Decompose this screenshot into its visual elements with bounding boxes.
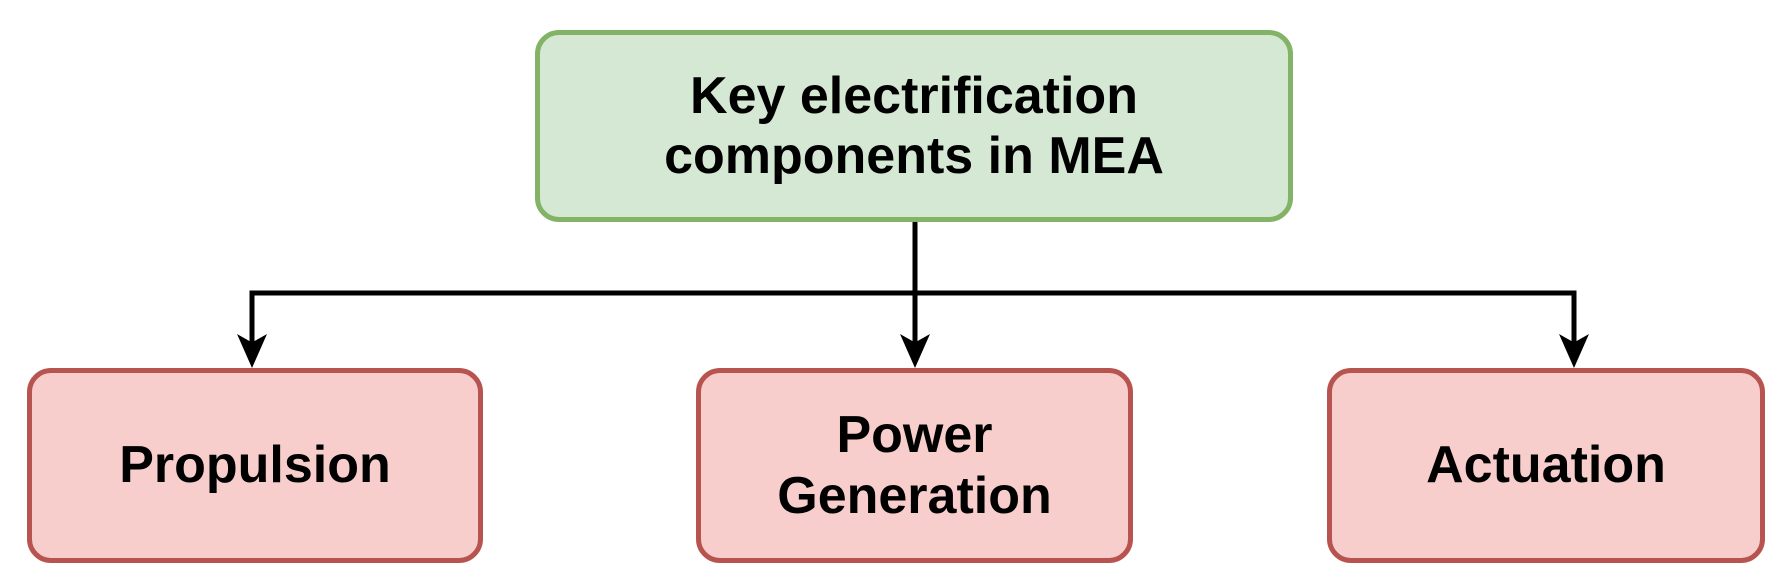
node-actuation: Actuation <box>1327 368 1765 563</box>
node-key-electrification-components-in-mea: Key electrification components in MEA <box>535 30 1293 222</box>
node-label-propulsion: Propulsion <box>119 436 391 495</box>
node-propulsion: Propulsion <box>27 368 483 563</box>
arrowhead-actuation <box>1559 334 1589 368</box>
arrowhead-power-generation <box>900 334 930 368</box>
node-label-power-generation: Power Generation <box>777 406 1052 525</box>
arrowhead-propulsion <box>237 334 267 368</box>
node-label-actuation: Actuation <box>1426 436 1666 495</box>
node-label-key-electrification: Key electrification components in MEA <box>664 66 1164 185</box>
node-power-generation: Power Generation <box>696 368 1133 563</box>
